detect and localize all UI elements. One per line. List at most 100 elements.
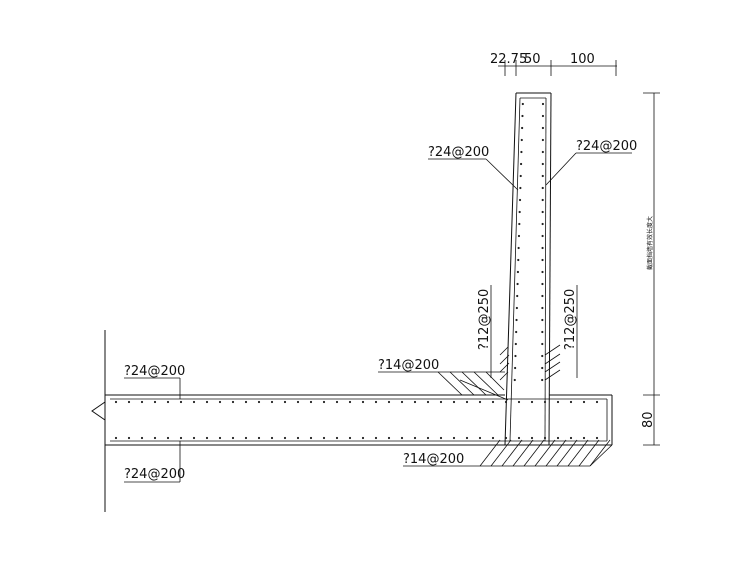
rebar-dot bbox=[541, 366, 544, 370]
rebar-dot bbox=[541, 342, 544, 346]
rebar-dot bbox=[543, 400, 547, 404]
rebar-dot bbox=[179, 436, 183, 440]
rebar-dot bbox=[541, 258, 544, 262]
rebar-dot bbox=[515, 318, 518, 322]
rebar-dot bbox=[520, 150, 523, 154]
rebar-dot bbox=[541, 246, 544, 250]
rebar-dot bbox=[322, 400, 326, 404]
rebar-dot bbox=[452, 436, 456, 440]
rebar-dot bbox=[400, 436, 404, 440]
rebar-dot bbox=[114, 400, 118, 404]
rebar-dot bbox=[582, 400, 586, 404]
rebar-dot bbox=[541, 330, 544, 334]
dim-top-b: 50 bbox=[524, 52, 541, 67]
rebar-dot bbox=[114, 436, 118, 440]
rebar-dot bbox=[439, 436, 443, 440]
hatch-line bbox=[567, 439, 589, 467]
rebar-dot bbox=[361, 436, 365, 440]
rebar-dot bbox=[127, 400, 131, 404]
rebar-dot bbox=[541, 378, 544, 382]
rebar-dot bbox=[426, 400, 430, 404]
svg-text:?14@200: ?14@200 bbox=[403, 452, 464, 467]
haunch-hatch-top bbox=[499, 344, 561, 381]
rebar-dot bbox=[309, 436, 313, 440]
rebar-dot bbox=[153, 436, 157, 440]
hatch-line bbox=[512, 439, 534, 467]
rebar-dot bbox=[541, 114, 545, 118]
rebar-dot bbox=[516, 270, 520, 274]
rebar-dot bbox=[582, 436, 586, 440]
rebar-dot bbox=[595, 400, 599, 404]
rebar-dot bbox=[491, 436, 495, 440]
rebar-dot bbox=[556, 400, 560, 404]
rebar-dot bbox=[244, 400, 248, 404]
rebar-dot bbox=[283, 400, 287, 404]
rebar-dot bbox=[517, 234, 521, 238]
top-dimension: 22.75 50 100 bbox=[490, 52, 617, 76]
rebar-dot bbox=[519, 174, 522, 178]
slab-top-label: ?24@200 bbox=[124, 364, 185, 399]
rebar-dot bbox=[309, 400, 313, 404]
dim-base-thickness: 80 bbox=[641, 411, 656, 428]
rebar-dots bbox=[114, 102, 599, 440]
rebar-dot bbox=[595, 436, 599, 440]
haunch-right-label: ?12@250 bbox=[563, 285, 578, 378]
rebar-dot bbox=[517, 400, 521, 404]
rebar-dot bbox=[515, 306, 518, 310]
rebar-dot bbox=[541, 318, 544, 322]
haunch-left-label: ?12@250 bbox=[477, 285, 492, 378]
rebar-dot bbox=[515, 330, 518, 334]
svg-text:?12@250: ?12@250 bbox=[477, 289, 492, 350]
rebar-dot bbox=[516, 294, 519, 298]
rebar-dot bbox=[140, 400, 144, 404]
rebar-dot bbox=[322, 436, 326, 440]
rebar-dot bbox=[361, 400, 365, 404]
rebar-dot bbox=[541, 306, 544, 310]
rebar-dot bbox=[513, 378, 516, 382]
hatch-line bbox=[556, 439, 578, 467]
rebar-dot bbox=[218, 436, 222, 440]
rebar-dot bbox=[541, 162, 544, 166]
rebar-dot bbox=[192, 400, 196, 404]
rebar-dot bbox=[374, 400, 378, 404]
rebar-dot bbox=[516, 282, 519, 286]
dim-height-note: 截面挡墙有效长度大 bbox=[646, 216, 654, 270]
rebar-dot bbox=[296, 400, 300, 404]
rebar-dot bbox=[413, 400, 417, 404]
rebar-dot bbox=[518, 198, 522, 202]
slab-bottom-haunch-label: ?14@200 bbox=[403, 439, 613, 467]
rebar-dot bbox=[465, 436, 469, 440]
rebar-dot bbox=[413, 436, 417, 440]
rebar-dot bbox=[541, 150, 544, 154]
rebar-dot bbox=[270, 400, 274, 404]
slab-bottom-label: ?24@200 bbox=[124, 441, 185, 483]
rebar-dot bbox=[556, 436, 560, 440]
rebar-dot bbox=[543, 436, 547, 440]
rebar-dot bbox=[465, 400, 469, 404]
svg-text:?24@200: ?24@200 bbox=[124, 364, 185, 379]
rebar-dot bbox=[541, 354, 544, 358]
rebar-dot bbox=[283, 436, 287, 440]
svg-text:?24@200: ?24@200 bbox=[124, 467, 185, 482]
hatch-line bbox=[479, 439, 501, 467]
rebar-dot bbox=[514, 342, 517, 346]
rebar-dot bbox=[521, 102, 524, 106]
svg-text:?12@250: ?12@250 bbox=[563, 289, 578, 350]
base-slab bbox=[105, 394, 613, 446]
dim-top-a: 22.75 bbox=[490, 52, 527, 67]
rebar-dot bbox=[517, 258, 520, 262]
rebar-dot bbox=[514, 354, 517, 358]
rebar-dot bbox=[504, 400, 508, 404]
hatch-line bbox=[578, 439, 600, 467]
rebar-dot bbox=[166, 400, 170, 404]
rebar-dot bbox=[192, 436, 196, 440]
rebar-dot bbox=[541, 222, 544, 226]
rebar-dot bbox=[387, 400, 391, 404]
rebar-dot bbox=[569, 400, 573, 404]
rebar-dot bbox=[518, 210, 521, 214]
rebar-dot bbox=[140, 436, 144, 440]
hatch-line bbox=[523, 439, 545, 467]
wall-right-label: ?24@200 bbox=[545, 139, 637, 186]
rebar-dot bbox=[270, 436, 274, 440]
